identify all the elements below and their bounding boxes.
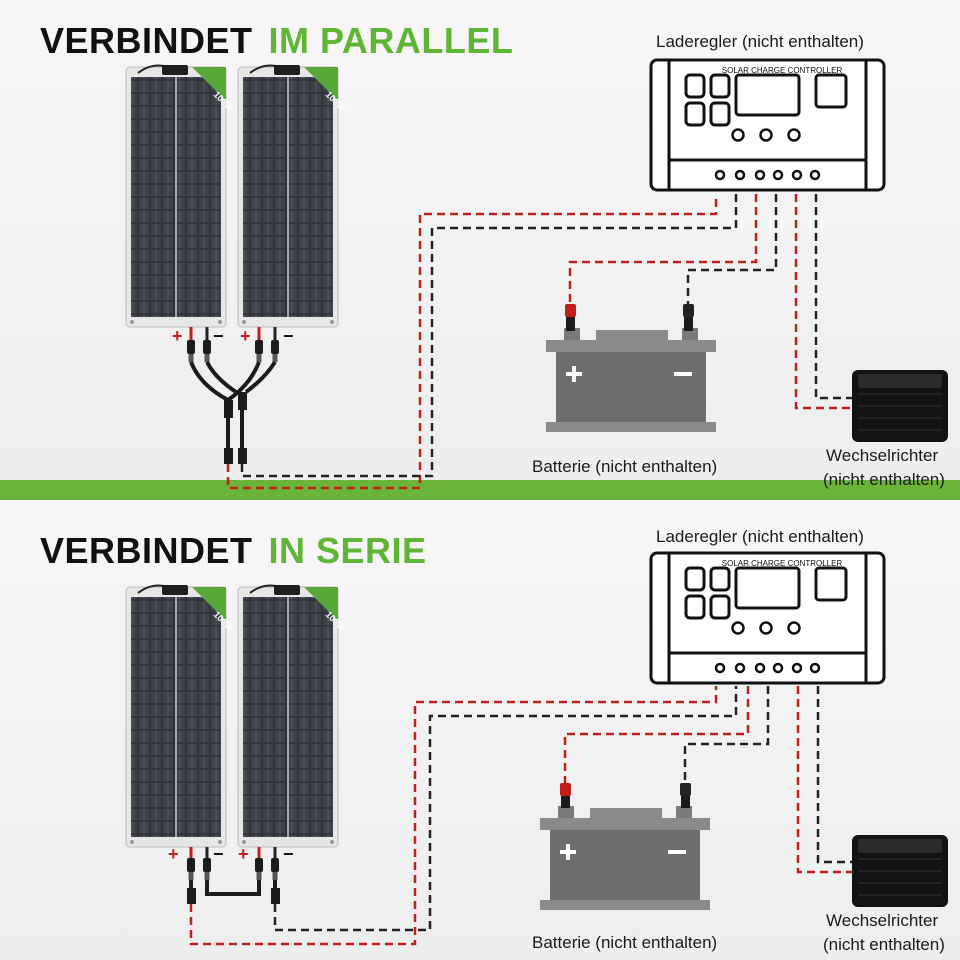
series-inverter [851, 834, 949, 908]
parallel-heading: VERBINDET IM PARALLEL [40, 20, 513, 62]
parallel-controller: SOLAR CHARGE CONTROLLER [649, 58, 886, 192]
heading-verbindet: VERBINDET [40, 20, 253, 61]
inverter-label-line1: Wechselrichter [826, 446, 939, 465]
series-polarity-signs: + − + − [168, 844, 294, 864]
battery-label: Batterie (nicht enthalten) [532, 933, 718, 952]
svg-text:+: + [172, 326, 183, 346]
parallel-battery [546, 304, 716, 432]
solar-panel-2 [237, 64, 339, 328]
svg-text:+: + [240, 326, 251, 346]
svg-text:−: − [283, 844, 294, 864]
series-controller: SOLAR CHARGE CONTROLLER [649, 551, 886, 685]
solar-panel-2 [237, 584, 339, 848]
inverter-label-line2: (nicht enthalten) [823, 935, 945, 954]
svg-text:+: + [168, 844, 179, 864]
controller-label: Laderegler (nicht enthalten) [656, 527, 864, 546]
svg-text:+: + [238, 844, 249, 864]
controller-label: Laderegler (nicht enthalten) [656, 32, 864, 51]
svg-text:−: − [213, 326, 224, 346]
controller-panel-text: SOLAR CHARGE CONTROLLER [722, 66, 843, 75]
parallel-panel-leads [187, 327, 279, 464]
parallel-panels: 100W 100W [125, 64, 348, 328]
controller-panel-text: SOLAR CHARGE CONTROLLER [722, 559, 843, 568]
heading-mode: IM PARALLEL [268, 20, 514, 61]
series-battery [540, 783, 710, 910]
parallel-wires [226, 194, 852, 490]
series-heading: VERBINDET IN SERIE [40, 530, 427, 572]
solar-panel-1 [125, 64, 227, 328]
battery-label: Batterie (nicht enthalten) [532, 457, 718, 476]
heading-mode: IN SERIE [268, 530, 427, 571]
parallel-polarity-signs: + − + − [172, 326, 294, 346]
series-panels: 100W 100W [125, 584, 348, 848]
solar-panel-1 [125, 584, 227, 848]
section-divider [0, 480, 960, 500]
inverter-label-line1: Wechselrichter [826, 911, 939, 930]
inverter-label-line2: (nicht enthalten) [823, 470, 945, 489]
svg-text:−: − [283, 326, 294, 346]
parallel-inverter [851, 369, 949, 443]
series-panel-leads [187, 847, 280, 904]
series-wires [189, 686, 852, 946]
svg-text:−: − [213, 844, 224, 864]
heading-verbindet: VERBINDET [40, 530, 253, 571]
